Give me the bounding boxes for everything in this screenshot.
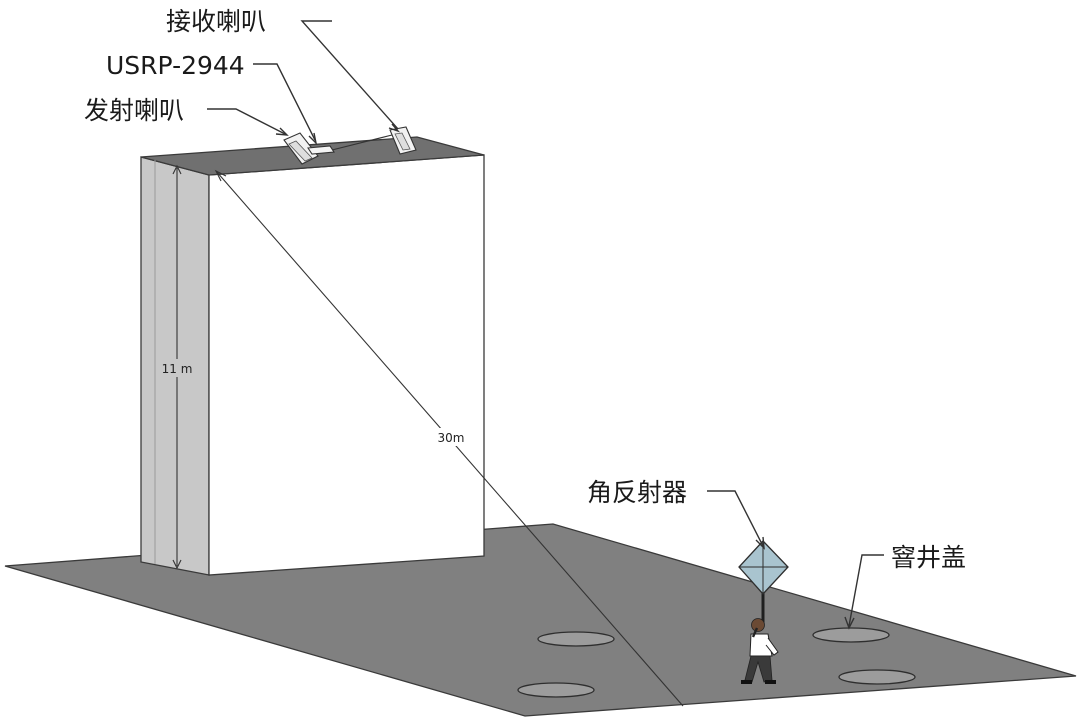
manhole-covers: [517, 627, 916, 698]
leader-transmit-horn: [207, 108, 286, 135]
manhole-cover-1: [537, 631, 615, 647]
building-front-face: [208, 154, 485, 576]
label-receive-horn: 接收喇叭: [166, 7, 266, 36]
leader-lines: [207, 20, 884, 630]
corner-reflector: [738, 540, 789, 624]
receive-horn-antenna: [389, 126, 417, 155]
height-dimension: 11 m: [158, 164, 196, 570]
leader-corner-reflector: [707, 490, 764, 547]
building: [140, 136, 485, 576]
leader-receive-horn: [300, 20, 399, 130]
slant-distance-dimension: 30m: [214, 169, 684, 707]
label-manhole-cover: 窨井盖: [891, 543, 966, 572]
height-dimension-label: 11 m: [162, 362, 193, 376]
usrp-device: [307, 145, 335, 155]
person-figure: [741, 618, 779, 684]
antenna-cable: [331, 134, 393, 151]
leader-usrp: [253, 63, 316, 141]
manhole-cover-4: [838, 669, 916, 685]
leader-manhole-cover: [848, 554, 884, 627]
manhole-cover-3: [812, 627, 890, 643]
label-transmit-horn: 发射喇叭: [84, 96, 184, 125]
transmit-horn-antenna: [283, 132, 319, 165]
label-corner-reflector: 角反射器: [587, 478, 687, 507]
slant-distance-label: 30m: [438, 431, 465, 445]
label-usrp: USRP-2944: [106, 51, 245, 80]
manhole-cover-2: [517, 682, 595, 698]
